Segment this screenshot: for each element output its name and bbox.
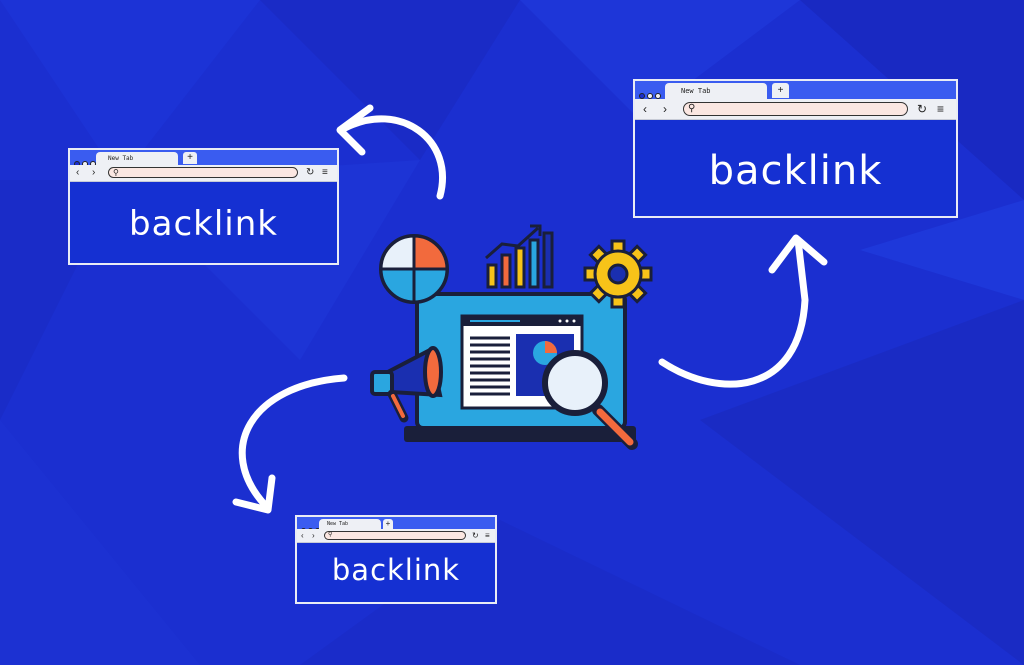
forward-chevron-icon[interactable]: › [663, 102, 667, 116]
new-tab-plus-icon[interactable]: + [383, 519, 393, 529]
new-tab-plus-icon[interactable]: + [772, 83, 789, 98]
menu-icon[interactable]: ≡ [485, 531, 490, 540]
browser-toolbar: ‹ › ⚲ ↻ ≡ [70, 165, 337, 182]
seo-illustration [370, 224, 653, 450]
new-tab-plus-icon[interactable]: + [183, 152, 197, 164]
browser-toolbar: ‹ › ⚲ ↻ ≡ [297, 529, 495, 543]
window-dot[interactable] [639, 93, 645, 99]
arrow-head-icon [768, 234, 828, 274]
browser-tab[interactable]: New Tab [665, 83, 767, 99]
pie-chart-icon [379, 234, 449, 304]
address-bar[interactable]: ⚲ [324, 531, 466, 540]
reload-icon[interactable]: ↻ [472, 531, 479, 540]
back-chevron-icon[interactable]: ‹ [301, 531, 304, 540]
arrow-head-icon [232, 474, 276, 514]
forward-chevron-icon[interactable]: › [92, 167, 96, 178]
backlink-label: backlink [708, 148, 883, 194]
address-bar[interactable]: ⚲ [108, 167, 298, 178]
window-dot[interactable] [647, 93, 653, 99]
backlink-label: backlink [129, 204, 278, 244]
browser-window-top-left: New Tab + ‹ › ⚲ ↻ ≡ backlink [68, 148, 339, 265]
address-bar[interactable]: ⚲ [683, 102, 908, 116]
browser-tab[interactable]: New Tab [319, 519, 381, 529]
back-chevron-icon[interactable]: ‹ [643, 102, 647, 116]
menu-icon[interactable]: ≡ [322, 167, 328, 178]
tab-bar: New Tab + [70, 150, 337, 167]
search-icon: ⚲ [113, 168, 119, 177]
search-icon: ⚲ [328, 532, 333, 538]
arrow-head-icon [336, 104, 374, 156]
reload-icon[interactable]: ↻ [306, 167, 315, 178]
browser-tab[interactable]: New Tab [96, 152, 178, 165]
browser-window-bottom: New Tab + ‹ › ⚲ ↻ ≡ backlink [295, 515, 497, 604]
megaphone-icon [370, 346, 443, 423]
bar-chart-icon [485, 224, 554, 289]
reload-icon[interactable]: ↻ [917, 102, 928, 116]
magnifier-icon [542, 350, 638, 450]
backlink-label: backlink [331, 553, 461, 587]
forward-chevron-icon[interactable]: › [312, 531, 315, 540]
search-icon: ⚲ [688, 103, 696, 114]
curved-arrow-icon [658, 236, 809, 388]
browser-window-top-right: New Tab + ‹ › ⚲ ↻ ≡ backlink [633, 79, 958, 218]
curved-arrow-icon [341, 115, 446, 200]
window-dot[interactable] [655, 93, 661, 99]
window-controls [639, 86, 663, 104]
tab-bar: New Tab + [635, 81, 956, 99]
back-chevron-icon[interactable]: ‹ [76, 167, 80, 178]
gear-icon [583, 239, 653, 309]
browser-toolbar: ‹ › ⚲ ↻ ≡ [635, 99, 956, 120]
curved-arrow-icon [238, 374, 348, 509]
menu-icon[interactable]: ≡ [937, 102, 945, 116]
